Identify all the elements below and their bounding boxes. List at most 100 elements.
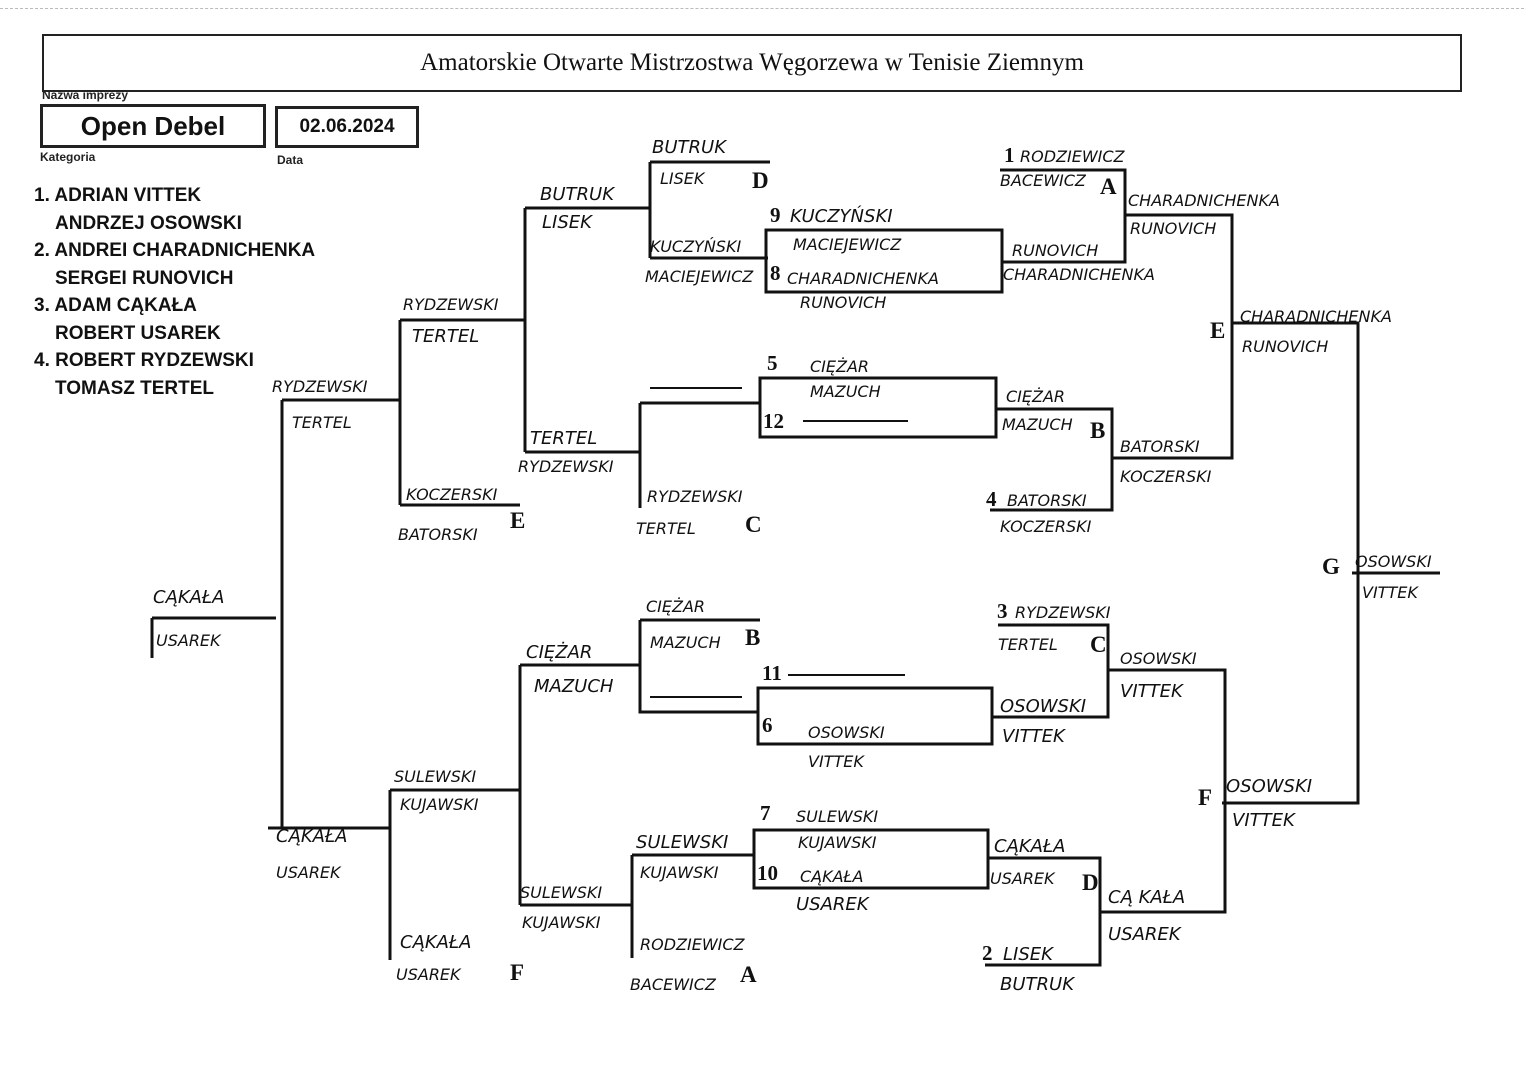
bracket-name-label: RODZIEWICZ — [1020, 147, 1126, 166]
match-box — [756, 686, 994, 746]
bye-line — [650, 674, 905, 698]
seed-2-player-1: 2. ANDREI CHARADNICHENKA — [34, 240, 316, 261]
bracket-name-label: RODZIEWICZ — [640, 935, 746, 954]
bracket-name-label: RUNOVICH — [1242, 337, 1328, 356]
bracket-name-label: USAREK — [396, 965, 462, 984]
bracket-name-label: MAZUCH — [810, 382, 881, 401]
bracket-marker-letter: D — [752, 168, 769, 193]
bracket-name-label: USAREK — [1108, 924, 1182, 945]
bracket-name-label: CĄKAŁA — [994, 836, 1065, 857]
bracket-name-label: MACIEJEWICZ — [645, 267, 754, 286]
bracket-line — [992, 623, 1227, 914]
bracket-name-label: KOCZERSKI — [1120, 467, 1212, 486]
bracket-name-label: VITTEK — [1002, 726, 1066, 747]
bracket-line — [150, 398, 400, 830]
bracket-name-label: LISEK — [660, 169, 706, 188]
bracket-name-label: RYDZEWSKI — [1015, 603, 1111, 622]
bracket-name-label: MAZUCH — [534, 676, 614, 697]
bracket-seed-number: 7 — [760, 801, 771, 825]
bracket-name-label: BUTRUK — [652, 137, 727, 158]
bracket-name-label: VITTEK — [1120, 681, 1184, 702]
bracket-name-label: KUJAWSKI — [798, 833, 877, 852]
bracket-name-label: CĄ KAŁA — [1108, 887, 1185, 908]
seed-1-player-2: ANDRZEJ OSOWSKI — [55, 212, 242, 234]
bracket-line — [638, 618, 760, 714]
bracket-name-label: USAREK — [796, 894, 870, 915]
bracket-name-label: CĄKAŁA — [400, 932, 471, 953]
bracket-name-label: OSOWSKI — [808, 723, 885, 742]
bracket-name-label: CIĘŻAR — [526, 642, 592, 663]
bracket-name-label: RYDZEWSKI — [647, 487, 743, 506]
bracket-marker-letter: A — [740, 962, 757, 987]
bracket-line — [1000, 168, 1360, 805]
bracket-marker-letter: D — [1082, 870, 1099, 895]
scan-edge — [0, 8, 1524, 9]
bracket-name-label: CHARADNICHENKA — [787, 269, 939, 288]
bracket-name-label: TERTEL — [292, 413, 352, 432]
date-box: 02.06.2024 — [275, 106, 419, 148]
seed-1-player-1: 1. ADRIAN VITTEK — [34, 185, 202, 206]
bracket-name-label: TERTEL — [636, 519, 696, 538]
bracket-name-label: OSOWSKI — [1000, 696, 1086, 717]
bracket-name-label: KUJAWSKI — [640, 863, 719, 882]
bracket-marker-letter: A — [1100, 174, 1117, 199]
event-title-box: Amatorskie Otwarte Mistrzostwa Węgorzewa… — [42, 34, 1462, 92]
bye-line — [650, 387, 908, 422]
event-label: Nazwa imprezy — [42, 88, 129, 102]
bracket-name-label: RYDZEWSKI — [272, 377, 368, 396]
bracket-name-label: MAZUCH — [650, 633, 721, 652]
bracket-name-label: BUTRUK — [1000, 974, 1075, 995]
bracket-seed-number: 6 — [762, 713, 773, 737]
bracket-name-label: KUJAWSKI — [400, 795, 479, 814]
bracket-name-label: TERTEL — [530, 428, 597, 449]
bracket-name-label: OSOWSKI — [1355, 552, 1432, 571]
bracket-name-label: TERTEL — [412, 326, 479, 347]
bracket-line — [990, 407, 1114, 512]
seed-3-player-1: 3. ADAM CĄKAŁA — [34, 295, 197, 316]
bracket-name-label: VITTEK — [1232, 810, 1296, 831]
bracket-name-label: VITTEK — [808, 752, 865, 771]
bracket-name-label: CHARADNICHENKA — [1128, 191, 1280, 210]
category-label: Kategoria — [40, 150, 96, 164]
bracket-name-label: TERTEL — [998, 635, 1058, 654]
bracket-name-label: KOCZERSKI — [406, 485, 498, 504]
bracket-name-label: BACEWICZ — [630, 975, 717, 994]
bracket-seed-number: 4 — [986, 487, 997, 511]
bracket-line — [398, 206, 650, 507]
bracket-line — [638, 401, 760, 508]
bracket-line — [630, 853, 754, 958]
bracket-marker-letter: F — [1198, 785, 1212, 810]
bracket-name-label: LISEK — [1003, 944, 1054, 965]
bracket-name-label: KUJAWSKI — [522, 913, 601, 932]
bracket-seed-number: 10 — [757, 861, 778, 885]
bracket-lines — [150, 160, 1440, 967]
bracket-seed-number: 9 — [770, 203, 781, 227]
seed-3-player-2: ROBERT USAREK — [55, 322, 221, 344]
bracket-name-label: KUCZYŃSKI — [790, 205, 893, 227]
bracket-marker-letter: G — [1322, 554, 1340, 579]
bracket-name-label: KUCZYŃSKI — [650, 237, 741, 256]
bracket-name-label: SULEWSKI — [796, 807, 878, 826]
bracket-name-label: BATORSKI — [1120, 437, 1200, 456]
bracket-name-label: CHARADNICHENKA — [1240, 307, 1392, 326]
match-box — [752, 828, 990, 890]
bracket-name-label: BACEWICZ — [1000, 171, 1087, 190]
category-value: Open Debel — [80, 110, 226, 141]
bracket-seed-number: 8 — [770, 261, 781, 285]
bracket-name-label: KOCZERSKI — [1000, 517, 1092, 536]
seed-2-player-2: SERGEI RUNOVICH — [55, 267, 234, 289]
date-value: 02.06.2024 — [299, 116, 395, 137]
bracket-marker-letter: E — [1210, 318, 1225, 343]
bracket-name-label: MAZUCH — [1002, 415, 1073, 434]
bracket-name-label: CĄKAŁA — [800, 867, 864, 886]
bracket-marker-letter: B — [1090, 418, 1105, 443]
bracket-name-label: RUNOVICH — [1012, 241, 1098, 260]
bracket-seed-number: 3 — [997, 599, 1008, 623]
bracket-line — [985, 856, 1102, 967]
bracket-name-label: USAREK — [276, 863, 342, 882]
seeds-list: 1. ADRIAN VITTEK ANDRZEJ OSOWSKI 2. ANDR… — [34, 182, 315, 402]
bracket-line — [648, 160, 770, 260]
bracket-name-label: SULEWSKI — [520, 883, 602, 902]
